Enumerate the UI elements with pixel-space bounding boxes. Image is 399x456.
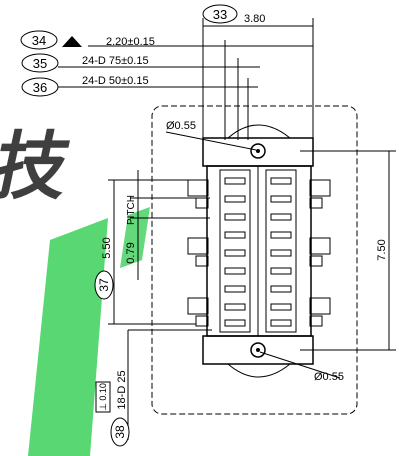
right-side-pins bbox=[309, 179, 331, 327]
callout-36-number: 36 bbox=[33, 80, 47, 95]
callout-37-balloon bbox=[94, 270, 114, 300]
callout-34-value: 2.20±0.15 bbox=[106, 36, 155, 48]
dimension-3-80 bbox=[202, 18, 314, 140]
right-contact-column bbox=[265, 169, 297, 333]
dimension-18-d25 bbox=[127, 329, 212, 440]
callout-33-value: 3.80 bbox=[244, 13, 265, 25]
callout-38-balloon bbox=[110, 417, 130, 447]
pitch-label: PITCH bbox=[126, 195, 137, 225]
bottom-latch-arc bbox=[227, 363, 291, 378]
callout-33-balloon bbox=[202, 4, 238, 24]
hole-bottom-leader bbox=[259, 351, 341, 379]
callout-35-value: 24-D 75±0.15 bbox=[82, 55, 149, 67]
dimension-7-50 bbox=[300, 150, 396, 351]
callout-36-value: 24-D 50±0.15 bbox=[82, 75, 149, 87]
callout-37-number: 37 bbox=[97, 278, 111, 292]
callout-34-number: 34 bbox=[32, 33, 46, 48]
left-side-pins bbox=[187, 179, 209, 327]
top-mounting-hole bbox=[250, 143, 266, 159]
surface-finish-symbol bbox=[62, 36, 82, 47]
hole-top-leader bbox=[165, 131, 257, 151]
hole-top-label: Ø0.55 bbox=[166, 120, 196, 132]
callout-38-number: 38 bbox=[113, 425, 127, 439]
watermark-character: 技 bbox=[0, 125, 78, 208]
watermark: 技 bbox=[0, 125, 150, 456]
housing-outline bbox=[151, 105, 358, 415]
callout-38-value: 18-D 25 bbox=[116, 370, 128, 409]
dimension-d75 bbox=[58, 58, 260, 140]
dimension-5-50 bbox=[108, 179, 196, 325]
callout-35-balloon bbox=[21, 53, 59, 73]
dimension-2-20 bbox=[88, 40, 313, 140]
watermark-green-stroke-2 bbox=[120, 207, 150, 268]
height-7-50-label: 7.50 bbox=[376, 239, 388, 260]
callout-35-number: 35 bbox=[33, 56, 47, 71]
watermark-green-stroke bbox=[28, 218, 108, 456]
callout-33-number: 33 bbox=[213, 7, 227, 22]
left-contact-column bbox=[219, 169, 251, 333]
callout-36-balloon bbox=[21, 77, 59, 97]
contact-slots bbox=[224, 177, 292, 327]
top-latch-arc bbox=[227, 124, 291, 139]
callout-34-balloon bbox=[20, 30, 58, 50]
gdt-frame bbox=[95, 381, 111, 413]
gdt-frame-text: ⊥ 0.10 bbox=[98, 383, 108, 411]
pitch-value: 0.79 bbox=[125, 242, 137, 263]
dimension-d50 bbox=[58, 78, 258, 140]
connector-body bbox=[206, 165, 312, 337]
bottom-mounting-hole bbox=[250, 342, 266, 358]
dimension-5-50-label: 5.50 bbox=[101, 237, 113, 258]
hole-bottom-label: Ø0.55 bbox=[314, 371, 344, 383]
dimension-pitch bbox=[130, 170, 210, 280]
